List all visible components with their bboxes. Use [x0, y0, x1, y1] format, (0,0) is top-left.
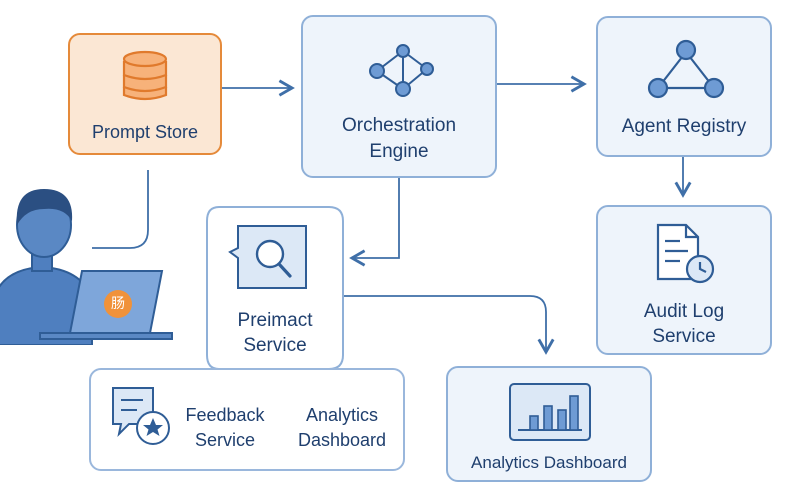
audit-log-service-label-line1: Audit Log: [643, 301, 725, 322]
arrow-orchestration-to-preimact: [349, 178, 400, 267]
analytics-dashboard-node[interactable]: Analytics Dashboard: [446, 366, 652, 482]
agent-registry-label: Agent Registry: [621, 116, 747, 137]
analytics-dashboard-inner-label-line2: Dashboard: [297, 430, 387, 450]
triangle-network-icon: [647, 39, 725, 99]
user-with-laptop-icon: [0, 189, 173, 345]
audit-log-service-label-line2: Service: [652, 326, 716, 347]
feedback-service-label-line1: Feedback: [185, 405, 265, 425]
feedback-service-label-line2: Service: [194, 430, 256, 450]
arrow-preimact-to-analytics: [342, 295, 555, 355]
agent-registry-node[interactable]: Agent Registry: [596, 16, 772, 157]
bar-chart-icon: [509, 383, 591, 441]
preimact-service-label-line1: Preimact: [237, 310, 313, 331]
prompt-store-node[interactable]: Prompt Store: [68, 33, 222, 155]
analytics-dashboard-label: Analytics Dashboard: [471, 453, 627, 472]
orchestration-engine-label-line2: Engine: [369, 141, 429, 162]
preimact-service-label-line2: Service: [243, 335, 307, 356]
search-icon: [228, 225, 307, 289]
chat-star-icon: [112, 387, 170, 445]
line-user-to-promptstore: [92, 170, 149, 249]
database-icon: [122, 50, 168, 101]
network-graph-icon: [369, 44, 434, 97]
laptop-logo-icon: [104, 290, 132, 318]
orchestration-engine-label-line1: Orchestration: [341, 115, 457, 136]
analytics-dashboard-inner-label-line1: Analytics: [305, 405, 379, 425]
prompt-store-label: Prompt Store: [91, 122, 199, 142]
feedback-service-node[interactable]: Feedback Service Analytics Dashboard: [89, 368, 405, 471]
audit-log-service-node[interactable]: Audit Log Service: [596, 205, 772, 355]
orchestration-engine-node[interactable]: Orchestration Engine: [301, 15, 497, 178]
laptop-logo-glyph: 肠: [111, 296, 125, 312]
document-clock-icon: [656, 223, 715, 284]
